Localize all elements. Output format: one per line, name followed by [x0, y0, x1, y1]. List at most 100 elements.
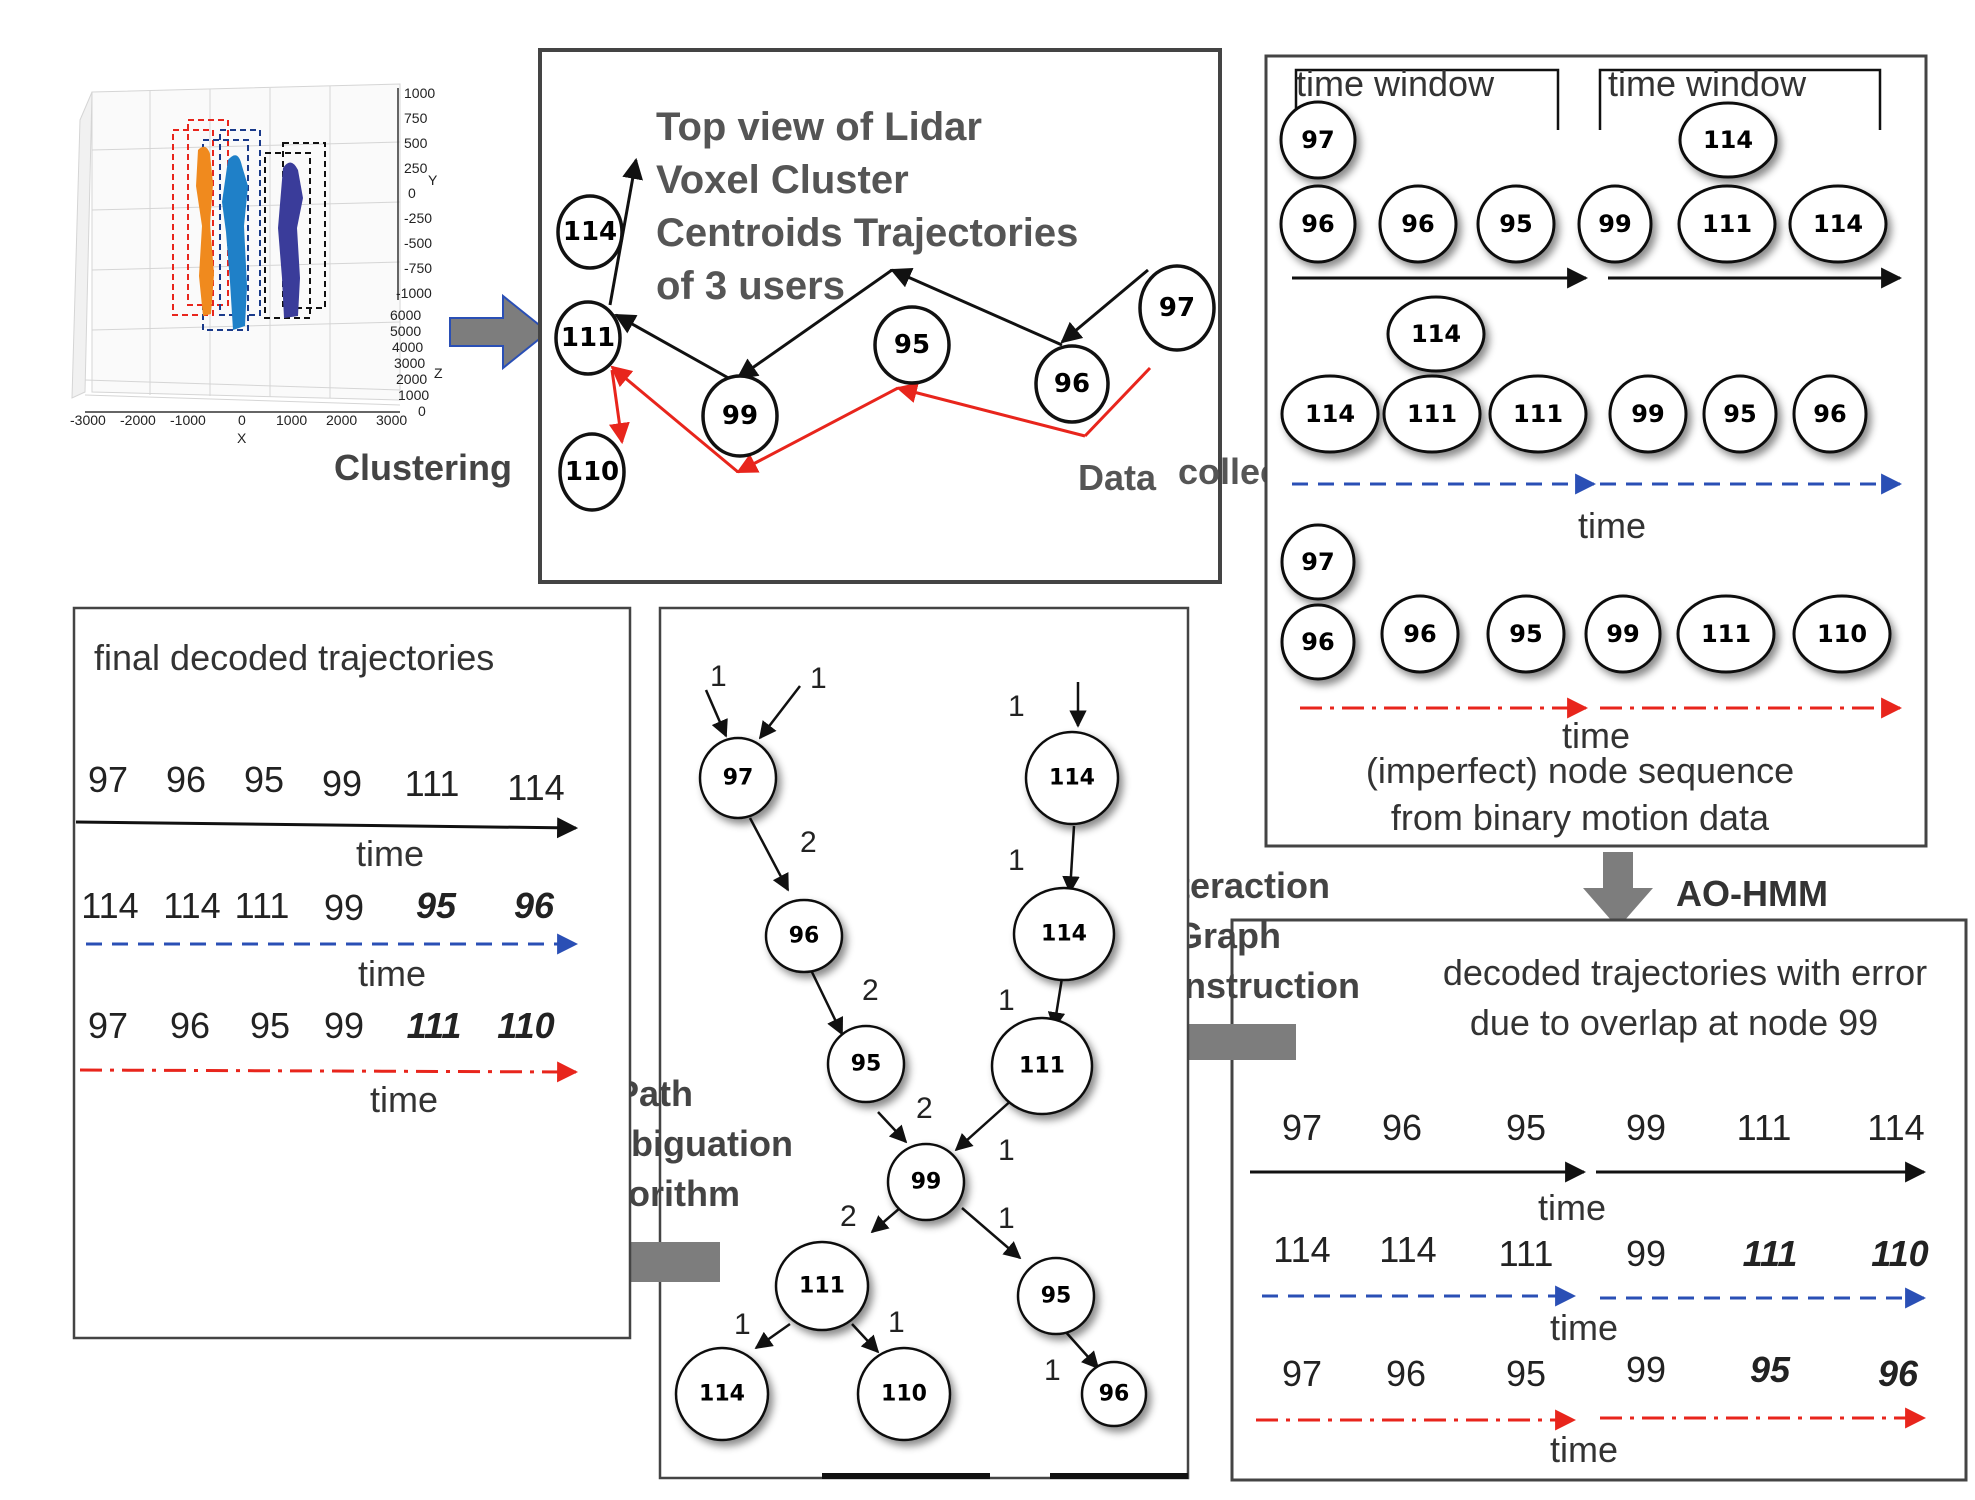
edge-weight: 1 — [710, 660, 727, 693]
graph-node: 95 — [826, 1024, 906, 1104]
final-r2-corrected: 95 — [416, 885, 457, 926]
svg-text:99: 99 — [1598, 210, 1631, 238]
bin-node: 114 — [1280, 374, 1380, 454]
edge-weight: 1 — [810, 662, 827, 695]
bin-node: 95 — [1702, 374, 1778, 454]
dec-r1: 97 — [1282, 1107, 1322, 1148]
time-label: time — [370, 1079, 438, 1120]
time-label: time — [1578, 505, 1646, 546]
bin-node: 95 — [1486, 594, 1566, 674]
svg-text:111: 111 — [1701, 620, 1751, 648]
dec-r3-error: 95 — [1750, 1349, 1791, 1390]
dec-r1: 111 — [1737, 1107, 1792, 1148]
y-tick: -750 — [404, 260, 432, 276]
time-label: time — [1550, 1429, 1618, 1470]
dec-r2-error: 111 — [1743, 1233, 1798, 1274]
top-view-title: Top view of Lidar Voxel Cluster Centroid… — [656, 105, 1078, 308]
lidar-grid — [71, 83, 401, 406]
bin-node: 96 — [1378, 184, 1458, 264]
svg-text:96: 96 — [1301, 628, 1334, 656]
final-r2: 114 — [81, 885, 138, 926]
binary-motion-panel — [1264, 54, 1928, 848]
dec-r2: 111 — [1499, 1233, 1554, 1274]
x-tick: 1000 — [276, 412, 307, 428]
bin-node: 96 — [1380, 594, 1460, 674]
svg-text:99: 99 — [722, 401, 758, 431]
bin-node: 114 — [1386, 295, 1486, 373]
y-tick: -250 — [404, 210, 432, 226]
y-axis-label: Y — [428, 172, 438, 188]
edge-weight: 1 — [998, 1202, 1015, 1235]
graph-node: 114 — [1024, 730, 1120, 826]
y-tick: -1000 — [396, 285, 432, 301]
edge-weight: 1 — [1008, 690, 1025, 723]
time-label: time — [356, 833, 424, 874]
svg-text:95: 95 — [851, 1052, 882, 1077]
svg-text:96: 96 — [1813, 400, 1846, 428]
svg-text:95: 95 — [1509, 620, 1542, 648]
user-cloud-orange — [196, 146, 214, 316]
svg-text:95: 95 — [894, 330, 930, 360]
dec-r2: 114 — [1273, 1229, 1330, 1270]
svg-text:95: 95 — [1041, 1284, 1072, 1309]
time-label: time — [358, 953, 426, 994]
y-tick: 1000 — [404, 85, 435, 101]
svg-text:99: 99 — [1631, 400, 1664, 428]
svg-text:96: 96 — [1301, 210, 1334, 238]
svg-text:111: 111 — [1019, 1054, 1065, 1079]
svg-text:Voxel Cluster: Voxel Cluster — [656, 158, 909, 202]
final-r2: 114 — [163, 885, 220, 926]
svg-text:111: 111 — [561, 323, 615, 353]
edge-weight: 1 — [998, 1134, 1015, 1167]
svg-text:111: 111 — [799, 1274, 845, 1299]
svg-text:111: 111 — [1513, 400, 1563, 428]
time-label: time — [1538, 1187, 1606, 1228]
dec-r2: 99 — [1626, 1233, 1666, 1274]
final-title: final decoded trajectories — [94, 637, 494, 678]
dec-r1: 99 — [1626, 1107, 1666, 1148]
black-bounding-box — [264, 152, 311, 319]
graph-node: 99 — [886, 1142, 966, 1222]
time-label: time — [1562, 715, 1630, 756]
data-label: Data — [1078, 457, 1157, 498]
z-tick: 2000 — [396, 371, 427, 387]
decoded-error-panel — [1230, 918, 1968, 1482]
edge-weight: 1 — [998, 984, 1015, 1017]
tv-node: 95 — [873, 305, 951, 385]
svg-text:of 3 users: of 3 users — [656, 264, 845, 308]
graph-node: 114 — [674, 1346, 770, 1442]
graph-node: 111 — [990, 1016, 1094, 1116]
edge-weight: 2 — [800, 826, 817, 859]
svg-text:99: 99 — [911, 1170, 942, 1195]
bin-node: 96 — [1792, 374, 1868, 454]
dec-r1: 114 — [1867, 1107, 1924, 1148]
time-window-label: time window — [1296, 63, 1495, 104]
x-tick: -3000 — [70, 412, 106, 428]
svg-text:110: 110 — [565, 457, 619, 487]
svg-text:Graph: Graph — [1175, 915, 1281, 956]
bin-node: 95 — [1476, 184, 1556, 264]
binary-caption-line2: from binary motion data — [1391, 797, 1770, 838]
bin-node: 111 — [1676, 594, 1776, 674]
svg-text:96: 96 — [1401, 210, 1434, 238]
svg-text:95: 95 — [1723, 400, 1756, 428]
svg-text:Top view of Lidar: Top view of Lidar — [656, 105, 982, 149]
z-tick: 0 — [418, 403, 426, 419]
final-r3: 95 — [250, 1005, 290, 1046]
arrow-lidar-to-topview — [449, 293, 550, 371]
x-axis-label: X — [237, 430, 247, 446]
bin-node: 99 — [1584, 594, 1662, 674]
edge-weight: 2 — [840, 1200, 857, 1233]
final-r3: 96 — [170, 1005, 210, 1046]
svg-text:99: 99 — [1606, 620, 1639, 648]
svg-text:114: 114 — [563, 217, 617, 247]
final-decoded-panel — [72, 606, 632, 1340]
z-tick: 1000 — [398, 387, 429, 403]
lidar-3d-plot: 1000 750 500 250 0 -250 -500 -750 -1000 … — [70, 83, 443, 446]
bin-node: 111 — [1488, 374, 1588, 454]
bin-node: 114 — [1788, 184, 1888, 264]
z-tick: 6000 — [390, 307, 421, 323]
graph-node: 95 — [1016, 1256, 1096, 1336]
final-r3: 97 — [88, 1005, 128, 1046]
tv-node: 111 — [554, 300, 622, 376]
